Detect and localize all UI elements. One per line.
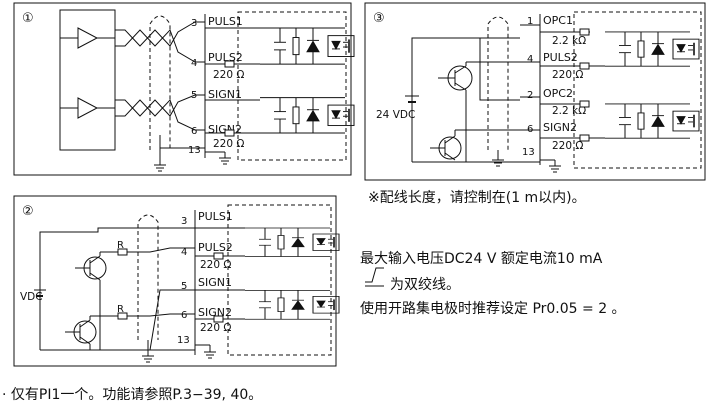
twisted-pair-lower [115, 94, 205, 131]
resistor-220-p2-lower: 220 Ω [200, 322, 231, 334]
r-label-upper: R [117, 240, 124, 251]
signal-puls1: PULS1 [208, 15, 243, 28]
r-label-lower: R [117, 304, 124, 315]
panel-2-frame [13, 195, 337, 367]
driver-internal-box-2 [227, 204, 332, 356]
driver-internal-box-3 [573, 11, 702, 169]
panel-2: ② R R [13, 195, 340, 367]
open-collector-24v-circuit [405, 37, 520, 163]
signal-opc1: OPC1 [543, 14, 573, 27]
signal-opc2: OPC2 [543, 87, 573, 100]
pin-5: 5 [191, 90, 197, 101]
pin-4-p2: 4 [181, 247, 187, 258]
signal-puls1-p2: PULS1 [198, 210, 233, 223]
shield-panel-2 [137, 214, 159, 340]
driver-internal-box [237, 11, 347, 161]
resistor-220-p3-upper: 220 Ω [552, 69, 583, 81]
signal-sign1-p2: SIGN1 [198, 276, 232, 289]
pin-13: 13 [188, 145, 201, 156]
panel-1: ① 3 4 5 6 13 [13, 2, 355, 176]
signal-puls2-p3: PULS2 [543, 51, 578, 64]
twisted-pair-legend-icon [365, 267, 384, 287]
panel-3-label: ③ [373, 11, 385, 26]
supply-vdc-label: VDC [20, 291, 43, 303]
panel-1-frame [13, 2, 352, 176]
shield-upper [149, 15, 171, 150]
resistor-220-p3-lower: 220 Ω [552, 140, 583, 152]
signal-sign2-p3: SIGN2 [543, 121, 577, 134]
pin-4-p3: 4 [527, 54, 533, 65]
line-driver-box [59, 9, 116, 151]
resistor-220-lower: 220 Ω [213, 138, 244, 150]
pin-6-p2: 6 [181, 310, 187, 321]
pin-3-p2: 3 [181, 216, 187, 227]
note-open-collector: 使用开路集电极时推荐设定 Pr0.05 = 2 。 [360, 301, 626, 317]
line-driver-upper-icon [60, 27, 115, 49]
pin-2-p3: 2 [527, 90, 533, 101]
pin-1-p3: 1 [527, 16, 533, 27]
pin-13-p2: 13 [177, 335, 190, 346]
pin-5-p2: 5 [181, 281, 187, 292]
panel-2-label: ② [22, 204, 34, 219]
pin-6: 6 [191, 126, 197, 137]
signal-puls2-p2: PULS2 [198, 241, 233, 254]
note-wire-length: ※配线长度，请控制在(1 m以内)。 [368, 190, 586, 206]
shield-panel-3 [487, 16, 509, 150]
resistor-220-upper: 220 Ω [213, 69, 244, 81]
supply-24vdc-label: 24 VDC [376, 109, 415, 121]
footer-note: · 仅有PI1一个。功能请参照P.3−39, 40。 [2, 387, 263, 403]
signal-sign1: SIGN1 [208, 88, 242, 101]
line-driver-lower-icon [60, 97, 115, 119]
twisted-pair-upper [115, 21, 205, 63]
pin-6-p3: 6 [527, 124, 533, 135]
pin-3: 3 [191, 18, 197, 29]
open-collector-circuit [34, 227, 160, 351]
resistor-220-p2-upper: 220 Ω [200, 259, 231, 271]
resistor-2k2-upper: 2.2 kΩ [552, 35, 586, 47]
resistor-2k2-lower: 2.2 kΩ [552, 105, 586, 117]
panel-3: ③ 24 VDC [364, 2, 706, 181]
note-twisted-pair: 为双绞线。 [390, 277, 460, 293]
panel-1-label: ① [22, 11, 34, 26]
note-max-input: 最大输入电压DC24 V 额定电流10 mA [360, 251, 603, 267]
pin-13-p3: 13 [522, 147, 535, 158]
pin-4: 4 [191, 58, 197, 69]
panel-3-frame [364, 2, 706, 181]
